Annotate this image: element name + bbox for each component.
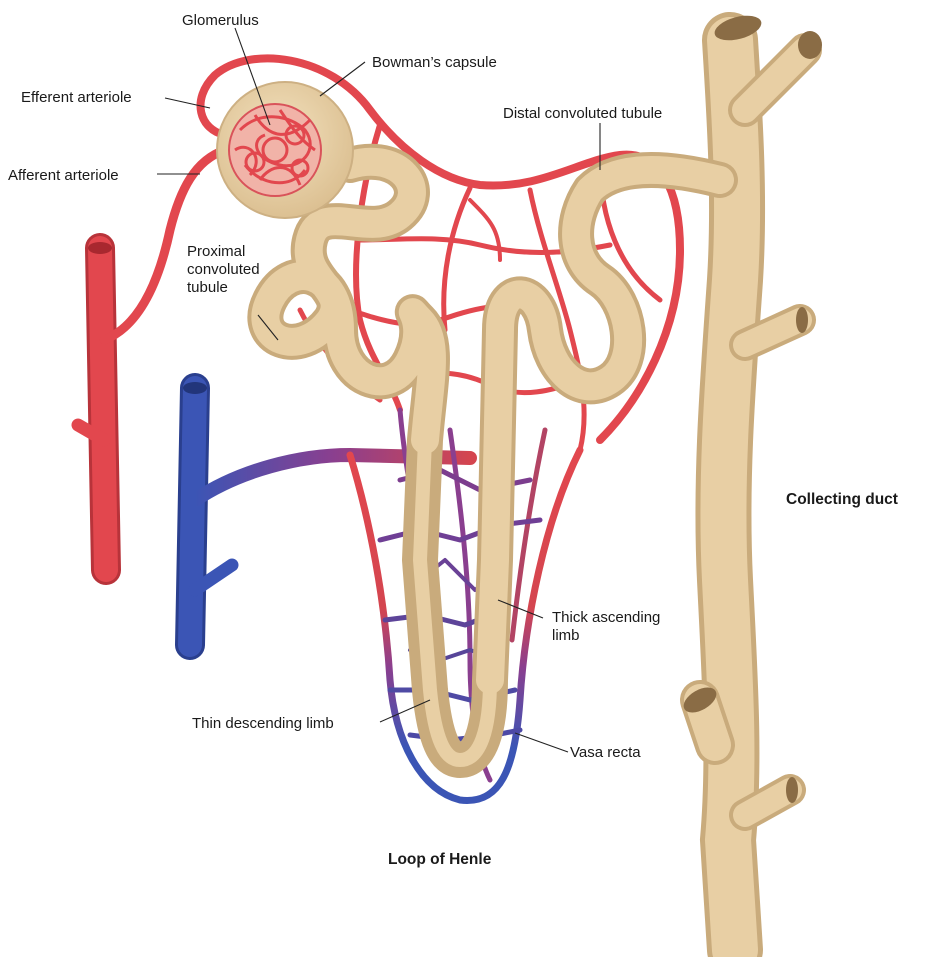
label-distal-convoluted-tubule: Distal convoluted tubule	[503, 105, 662, 122]
label-thin-descending-limb: Thin descending limb	[192, 715, 334, 732]
label-afferent-arteriole: Afferent arteriole	[8, 167, 119, 184]
label-thick-ascending-line-2: limb	[552, 627, 580, 644]
label-proximal-line-3: tubule	[187, 279, 228, 296]
label-loop-of-henle: Loop of Henle	[388, 851, 492, 868]
label-proximal-line-1: Proximal	[187, 243, 245, 260]
label-proximal-line-2: convoluted	[187, 261, 260, 278]
label-glomerulus: Glomerulus	[182, 12, 259, 29]
collecting-duct	[679, 11, 822, 950]
label-collecting-duct: Collecting duct	[786, 491, 898, 508]
label-bowmans-capsule: Bowman’s capsule	[372, 54, 497, 71]
label-vasa-recta: Vasa recta	[570, 744, 641, 761]
glomerulus	[229, 104, 321, 196]
label-efferent-arteriole: Efferent arteriole	[21, 89, 132, 106]
label-thick-ascending-line-1: Thick ascending	[552, 609, 660, 626]
